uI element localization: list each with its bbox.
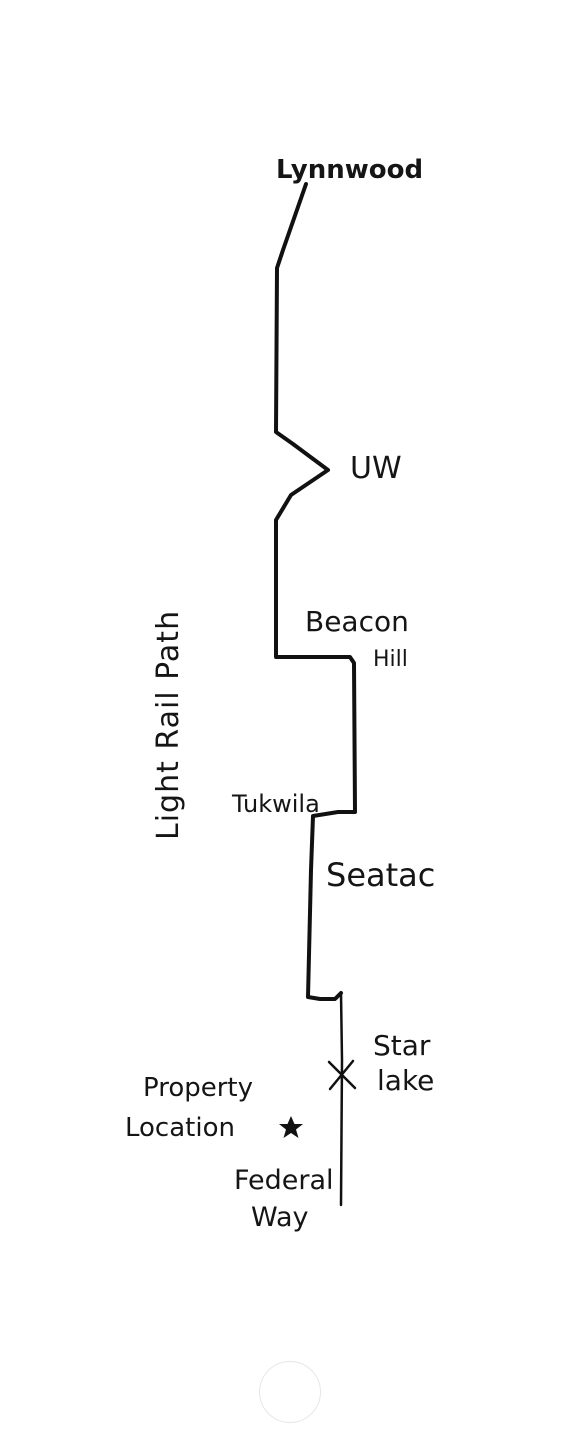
route-line-south — [339, 991, 344, 1207]
property-label-line2: Location — [125, 1113, 235, 1143]
star-icon — [279, 1116, 303, 1138]
station-label-beacon: Beacon — [305, 605, 409, 638]
station-label-tukwila: Tukwila — [231, 790, 320, 818]
side-title: Light Rail Path — [151, 610, 186, 840]
home-button[interactable] — [259, 1361, 321, 1423]
x-mark-icon — [327, 1059, 357, 1091]
station-label-lake: lake — [377, 1064, 434, 1097]
station-label-lynnwood: Lynnwood — [276, 155, 423, 185]
station-label-star: Star — [373, 1029, 431, 1062]
route-line-north — [274, 182, 357, 1001]
station-label-hill: Hill — [373, 647, 408, 672]
property-label-line1: Property — [143, 1073, 253, 1103]
station-label-federal: Federal — [234, 1165, 334, 1196]
station-label-way: Way — [251, 1202, 309, 1233]
station-label-seatac: Seatac — [326, 856, 435, 894]
route-tick — [275, 257, 281, 273]
station-label-uw: UW — [350, 451, 402, 486]
